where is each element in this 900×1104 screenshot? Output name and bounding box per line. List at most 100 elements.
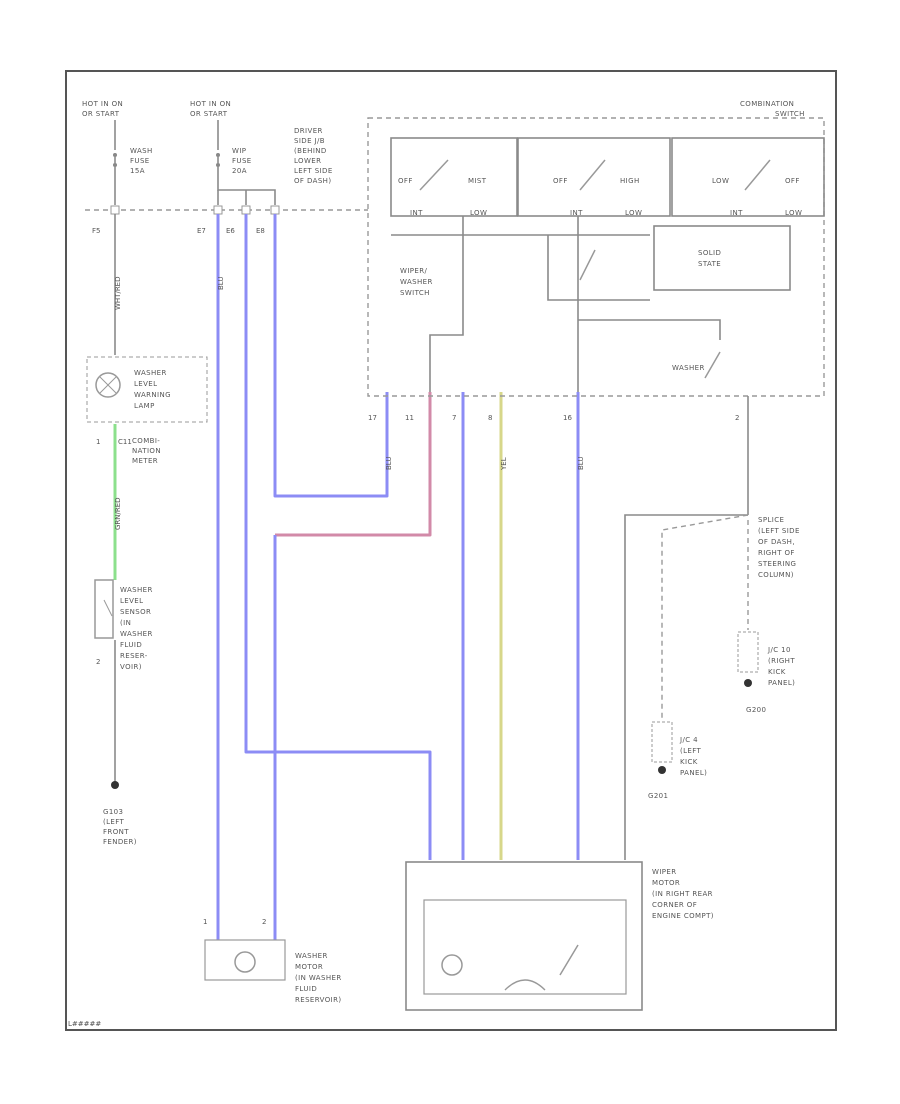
hot-mid-line2: OR START xyxy=(190,110,228,118)
jb-line3: (BEHIND xyxy=(294,147,327,155)
connector-e7 xyxy=(213,205,223,215)
splice-label-4: RIGHT OF xyxy=(758,549,795,557)
wiper-motor-label-2: MOTOR xyxy=(652,879,680,887)
fuse-wash-label-1: WASH xyxy=(130,147,153,155)
fuse-wip-label-3: 20A xyxy=(232,167,247,175)
fuse-wip-label-1: WIP xyxy=(232,147,246,155)
meter-label-3: METER xyxy=(132,457,158,465)
pin-1-meter: 1 xyxy=(96,438,100,446)
ground-g200-icon xyxy=(744,679,752,687)
figure-id: L##### xyxy=(68,1020,101,1028)
jc10-box xyxy=(737,631,759,673)
wiper-motor-box xyxy=(405,861,643,1011)
jb-line5: LEFT SIDE xyxy=(294,167,333,175)
wiper-motor-cam xyxy=(504,979,546,991)
fuse-wip-label-2: FUSE xyxy=(232,157,252,165)
sw1-off: OFF xyxy=(398,177,413,185)
jc4-label-4: PANEL) xyxy=(680,769,707,777)
combination-switch-box xyxy=(367,117,825,397)
lamp-label-3: WARNING xyxy=(134,391,171,399)
meter-label-1: COMBI- xyxy=(132,437,160,445)
switch-washer-wire xyxy=(578,319,721,340)
washer-switch-contact xyxy=(704,351,721,379)
wiper-motor-label-5: ENGINE COMPT) xyxy=(652,912,714,920)
pink-wire-switch-11 xyxy=(275,392,432,537)
wire-label-blu-3: BLU xyxy=(577,457,585,470)
blue-wire-e8-switch xyxy=(273,214,389,498)
washer-motor-box xyxy=(204,939,286,981)
blue-wire-e6-wiper-motor xyxy=(244,214,432,860)
jb-line6: OF DASH) xyxy=(294,177,331,185)
sw2-off: OFF xyxy=(553,177,568,185)
wiper-sw-label-1: WIPER/ xyxy=(400,267,427,275)
lamp-label-4: LAMP xyxy=(134,402,155,410)
hot-in-on-left: HOT IN ON OR START xyxy=(82,100,123,118)
pin-c11: C11 xyxy=(118,438,132,446)
diagram-frame xyxy=(65,70,837,1031)
sensor-label-1: WASHER xyxy=(120,586,153,594)
wire-label-grn-red: GRN/RED xyxy=(114,497,122,530)
splice-label-5: STEERING xyxy=(758,560,796,568)
jc10-label-1: J/C 10 xyxy=(767,646,791,654)
sw3-contact xyxy=(744,159,771,191)
g103-label-4: FENDER) xyxy=(103,838,137,846)
wiper-park-contact xyxy=(559,944,579,976)
sw1-int: INT xyxy=(410,209,423,217)
pin-17: 17 xyxy=(368,414,377,422)
jc10-label-4: PANEL) xyxy=(768,679,795,687)
sensor-label-2: LEVEL xyxy=(120,597,143,605)
hot-in-on-mid: HOT IN ON OR START xyxy=(190,100,231,118)
fuse-wip-symbol-2 xyxy=(216,163,220,167)
pin-11: 11 xyxy=(405,414,414,422)
switch-int-wire xyxy=(429,216,464,392)
jc4-label-2: (LEFT xyxy=(680,747,702,755)
sw1-low: LOW xyxy=(470,209,487,217)
sw2-low: LOW xyxy=(625,209,642,217)
pin-1-washer: 1 xyxy=(203,918,207,926)
lamp-label-1: WASHER xyxy=(134,369,167,377)
sensor-label-8: VOIR) xyxy=(120,663,142,671)
pin-f5: F5 xyxy=(92,227,100,235)
switch-bus-loop xyxy=(547,235,650,301)
pin-e6: E6 xyxy=(226,227,235,235)
pin-2-sensor: 2 xyxy=(96,658,100,666)
int-relay-contact xyxy=(579,249,596,281)
sensor-label-5: WASHER xyxy=(120,630,153,638)
wiper-motor-label-3: (IN RIGHT REAR xyxy=(652,890,713,898)
jc4-label-1: J/C 4 xyxy=(679,736,698,744)
ground-g201-icon xyxy=(658,766,666,774)
pin-2-washer: 2 xyxy=(262,918,266,926)
level-sensor-switch xyxy=(103,599,113,617)
wire-label-yel: YEL xyxy=(500,457,508,471)
solid-label-2: STATE xyxy=(698,260,721,268)
g103-label-2: (LEFT xyxy=(103,818,125,826)
g200-label: G200 xyxy=(746,706,766,714)
jb-line4: LOWER xyxy=(294,157,321,165)
fuse-wash-symbol xyxy=(113,153,117,157)
sw3-int: INT xyxy=(730,209,743,217)
junction-block-label: DRIVER SIDE J/B (BEHIND LOWER LEFT SIDE … xyxy=(294,127,333,185)
solid-state-module xyxy=(653,225,791,291)
wiper-motor-label-1: WIPER xyxy=(652,868,677,876)
wiper-motor-symbol xyxy=(441,954,463,976)
pin-e8: E8 xyxy=(256,227,265,235)
combination-meter-box xyxy=(86,356,208,423)
washer-motor-label-2: MOTOR xyxy=(295,963,323,971)
lamp-label-2: LEVEL xyxy=(134,380,157,388)
combination-label-1: COMBINATION xyxy=(740,100,794,108)
jc10-label-3: KICK xyxy=(768,668,786,676)
meter-label-2: NATION xyxy=(132,447,161,455)
g103-label-3: FRONT xyxy=(103,828,129,836)
wiper-motor-inner xyxy=(423,899,627,995)
wire-label-blu-2: BLU xyxy=(385,457,393,470)
connector-e6 xyxy=(241,205,251,215)
splice-label-1: SPLICE xyxy=(758,516,784,524)
pin-e7: E7 xyxy=(197,227,206,235)
wiper-motor-ground-wire xyxy=(624,514,748,860)
sw1-mist: MIST xyxy=(468,177,487,185)
switch-section-3 xyxy=(671,137,825,217)
hot-left-line1: HOT IN ON xyxy=(82,100,123,108)
fuse-wash-label-3: 15A xyxy=(130,167,145,175)
sw3-low: LOW xyxy=(712,177,729,185)
